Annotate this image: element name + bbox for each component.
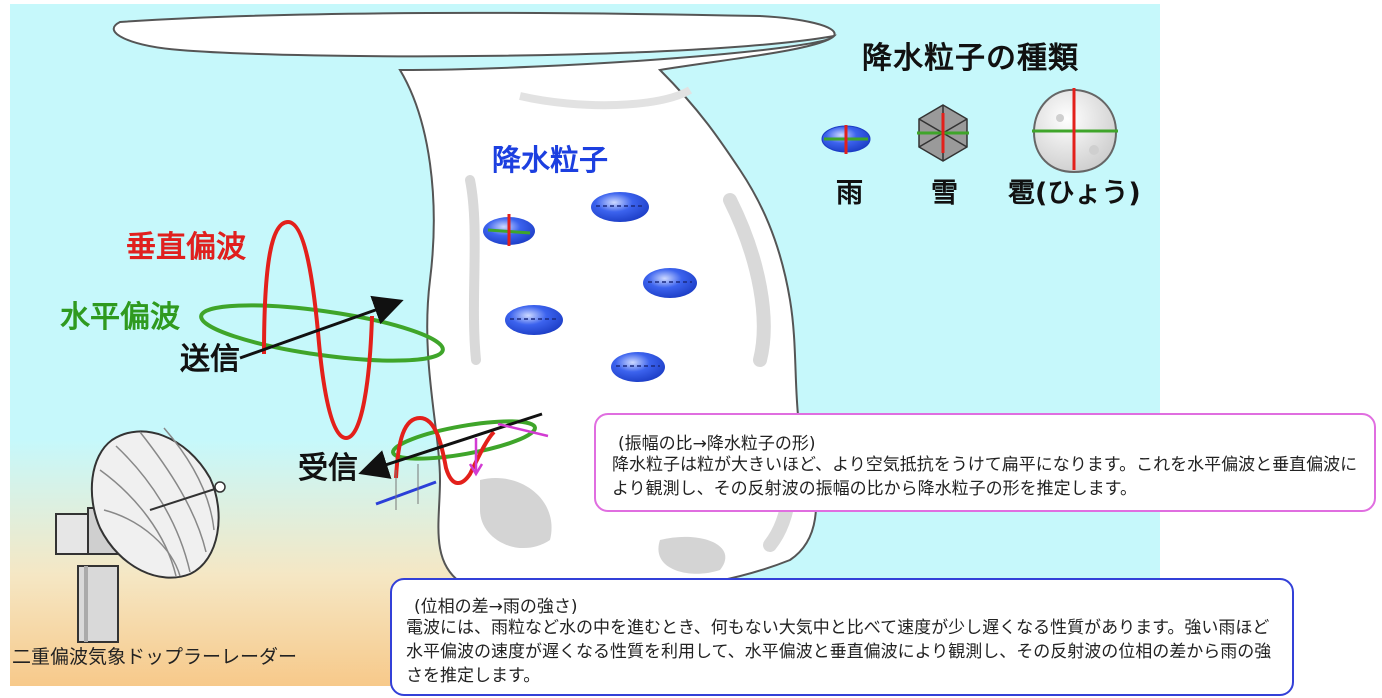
particle-label: 降水粒子 — [492, 143, 609, 177]
receive-wave — [358, 412, 549, 510]
radar-antenna-icon — [55, 427, 226, 643]
receive-label: 受信 — [298, 451, 358, 486]
drop-5 — [611, 352, 665, 382]
amplitude-box-text: 降水粒子は粒が大きいほど、より空気抵抗をうけて扁平になります。これを水平偏波と垂… — [612, 455, 1358, 499]
legend-snow-label: 雪 — [931, 178, 958, 209]
legend-title: 降水粒子の種類 — [862, 41, 1079, 76]
snow-particle-icon — [917, 104, 969, 162]
transmit-wave — [199, 219, 445, 441]
drop-2 — [591, 192, 649, 222]
hail-particle-icon — [1032, 88, 1118, 174]
drop-3 — [643, 268, 697, 298]
phase-box-heading: (位相の差→雨の強さ) — [414, 597, 578, 617]
precipitation-drops — [483, 192, 697, 382]
legend-rain-label: 雨 — [836, 178, 863, 209]
rain-particle-icon — [821, 125, 871, 154]
amplitude-ratio-box: (振幅の比→降水粒子の形) 降水粒子は粒が大きいほど、より空気抵抗をうけて扁平に… — [594, 413, 1376, 512]
drop-1 — [483, 214, 535, 246]
horizontal-wave-label: 水平偏波 — [60, 300, 180, 335]
vertical-wave-label: 垂直偏波 — [126, 230, 246, 265]
transmit-label: 送信 — [180, 342, 240, 377]
drop-4 — [505, 305, 563, 335]
legend-hail-label: 雹(ひょう) — [1008, 178, 1141, 209]
phase-box-text: 電波には、雨粒など水の中を進むとき、何もない大気中と比べて速度が少し遅くなる性質… — [406, 618, 1272, 686]
radar-caption: 二重偏波気象ドップラーレーダー — [12, 646, 298, 668]
phase-difference-box: (位相の差→雨の強さ) 電波には、雨粒など水の中を進むとき、何もない大気中と比べ… — [390, 578, 1294, 696]
amplitude-box-heading: (振幅の比→降水粒子の形) — [618, 434, 816, 454]
